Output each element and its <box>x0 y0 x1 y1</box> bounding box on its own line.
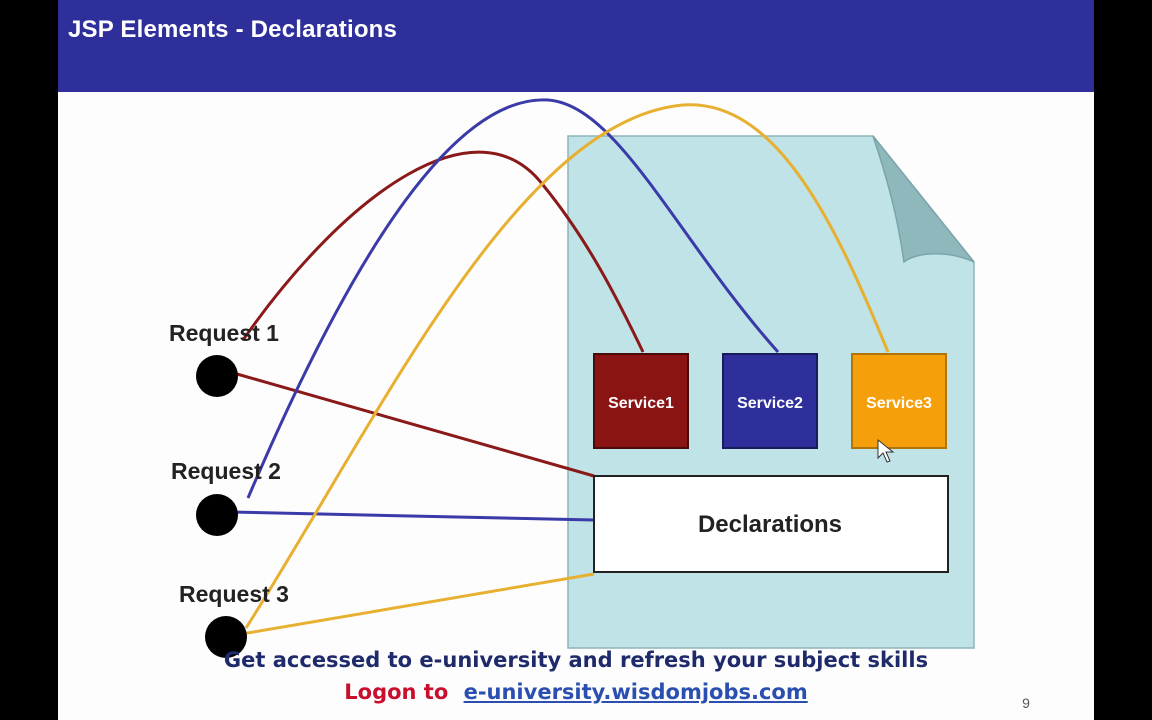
declarations-diagram: Service1 Service2 Service3 Declarations … <box>169 98 1030 711</box>
request2-declarations-line <box>229 510 595 522</box>
service3-label: Service3 <box>866 395 932 412</box>
footer-tagline: Get accessed to e-university and refresh… <box>223 648 929 672</box>
request2-node: Request 2 <box>171 458 281 536</box>
request3-service3-arc <box>244 103 890 629</box>
service1-box: Service1 <box>593 353 689 449</box>
wisdomjobs-link[interactable]: e-university.wisdomjobs.com <box>463 680 808 704</box>
request3-declarations-line <box>229 572 595 638</box>
request1-label: Request 1 <box>169 320 279 346</box>
page-number: 9 <box>1022 695 1030 711</box>
service1-label: Service1 <box>608 395 674 412</box>
logon-label: Logon to <box>344 680 449 704</box>
service3-box: Service3 <box>851 353 947 449</box>
request3-node: Request 3 <box>179 581 289 658</box>
declarations-label: Declarations <box>698 511 842 538</box>
request3-label: Request 3 <box>179 581 289 607</box>
mouse-cursor-icon <box>877 438 895 463</box>
request1-node: Request 1 <box>169 320 279 397</box>
slide-title: JSP Elements - Declarations <box>68 16 398 43</box>
request1-service1-arc <box>241 150 645 353</box>
slide: JSP Elements - Declarations Service1 Ser… <box>58 0 1094 720</box>
request2-service2-arc <box>246 98 780 499</box>
request2-label: Request 2 <box>171 458 281 484</box>
service2-label: Service2 <box>737 395 803 412</box>
title-bar: JSP Elements - Declarations <box>58 0 1094 92</box>
footer-logon: Logon to e-university.wisdomjobs.com <box>0 680 1152 704</box>
request1-declarations-line <box>229 370 595 478</box>
declarations-box: Declarations <box>593 475 949 573</box>
page-fold-corner <box>872 135 975 264</box>
service2-box: Service2 <box>722 353 818 449</box>
